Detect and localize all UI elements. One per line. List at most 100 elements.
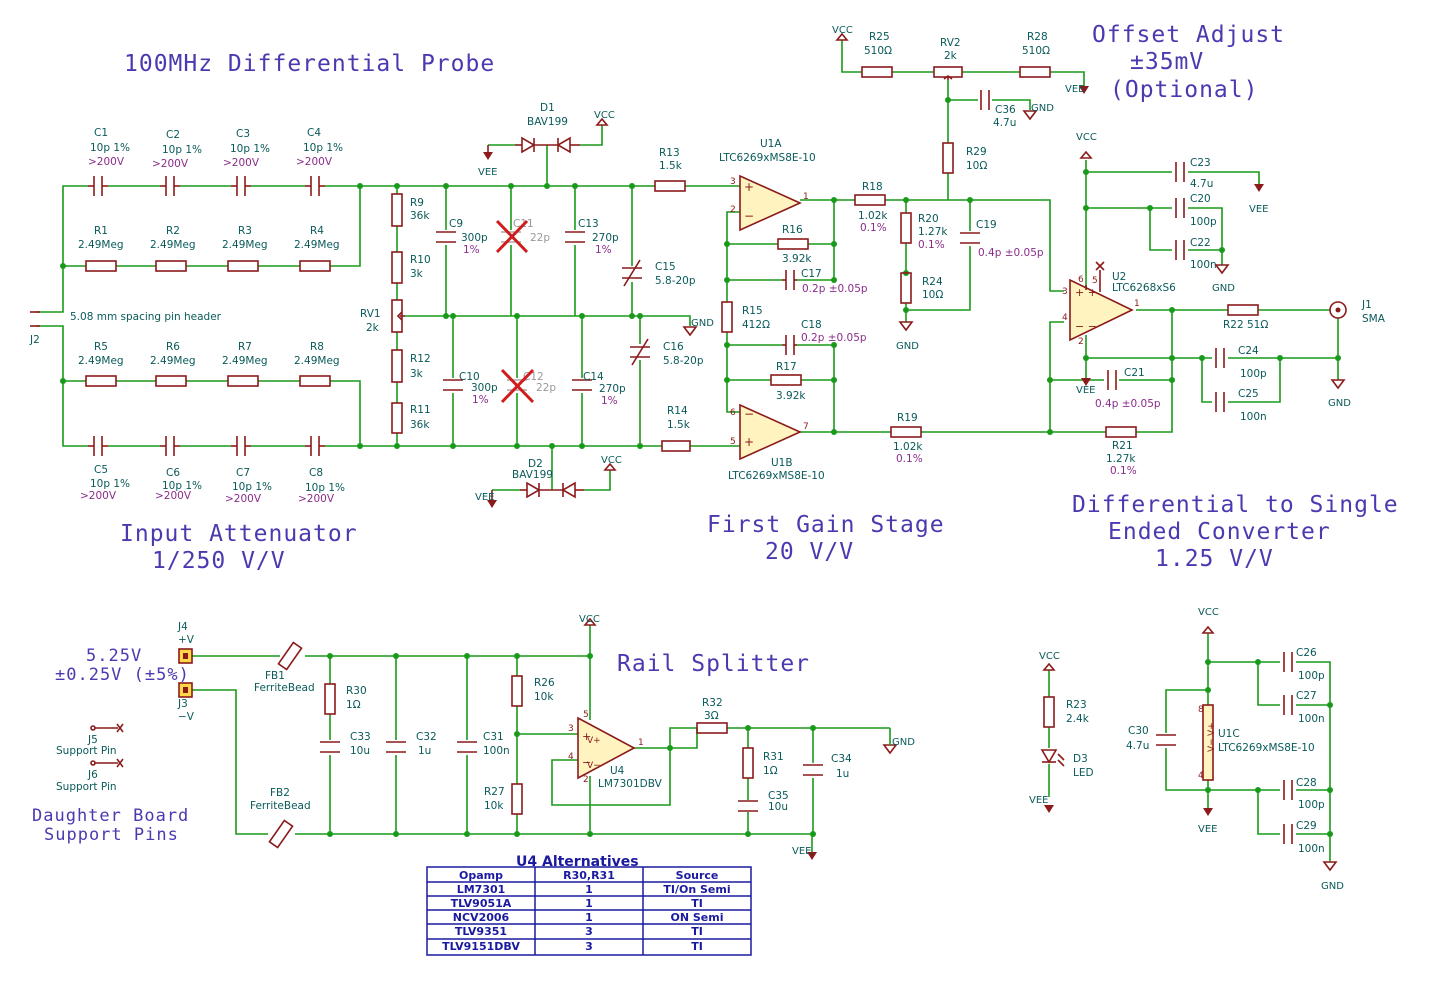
table-title: U4 Alternatives bbox=[516, 854, 639, 870]
svg-text:C6: C6 bbox=[166, 467, 180, 479]
svg-text:C35: C35 bbox=[768, 790, 789, 802]
svg-text:10p 1%: 10p 1% bbox=[90, 478, 130, 490]
converter-heading-3: 1.25 V/V bbox=[1155, 546, 1274, 572]
svg-text:SMA: SMA bbox=[1362, 313, 1386, 325]
svg-text:U1C: U1C bbox=[1218, 728, 1240, 740]
table-cell: TI bbox=[691, 940, 703, 953]
svg-text:4.7u: 4.7u bbox=[1126, 740, 1149, 752]
svg-text:6: 6 bbox=[730, 408, 736, 418]
svg-text:D1: D1 bbox=[540, 102, 555, 114]
svg-text:VEE: VEE bbox=[1249, 204, 1268, 215]
svg-text:LED: LED bbox=[1073, 767, 1094, 779]
svg-text:R5: R5 bbox=[94, 341, 108, 353]
svg-text:VEE: VEE bbox=[1198, 824, 1217, 835]
gain-wires bbox=[685, 185, 1106, 447]
svg-text:5.8-20p: 5.8-20p bbox=[663, 355, 704, 367]
svg-text:1.02k: 1.02k bbox=[858, 210, 888, 222]
svg-text:Support Pin: Support Pin bbox=[56, 745, 117, 757]
connector-j3[interactable]: J3−V bbox=[177, 682, 195, 723]
svg-text:1%: 1% bbox=[595, 244, 612, 256]
svg-text:1.5k: 1.5k bbox=[667, 419, 691, 431]
svg-text:7: 7 bbox=[803, 422, 809, 432]
svg-text:R31: R31 bbox=[763, 751, 784, 763]
svg-text:10u: 10u bbox=[350, 745, 370, 757]
svg-text:C25: C25 bbox=[1238, 388, 1259, 400]
attenuator-wires bbox=[36, 125, 691, 491]
svg-text:C27: C27 bbox=[1296, 690, 1317, 702]
svg-text:LTC6269xMS8E-10: LTC6269xMS8E-10 bbox=[719, 152, 816, 164]
j2-connector: J2 5.08 mm spacing pin header bbox=[29, 311, 222, 346]
svg-text:100n: 100n bbox=[1190, 259, 1217, 271]
svg-text:10p 1%: 10p 1% bbox=[162, 144, 202, 156]
svg-text:1: 1 bbox=[638, 738, 644, 748]
svg-text:C20: C20 bbox=[1190, 193, 1211, 205]
supply-heading-2: ±0.25V (±5%) bbox=[55, 665, 190, 685]
svg-text:10p 1%: 10p 1% bbox=[90, 142, 130, 154]
svg-text:2: 2 bbox=[583, 775, 589, 785]
offset-heading-2: ±35mV bbox=[1130, 49, 1204, 75]
supply-heading-1: 5.25V bbox=[86, 646, 142, 666]
svg-text:VEE: VEE bbox=[1029, 795, 1048, 806]
svg-text:1%: 1% bbox=[463, 244, 480, 256]
svg-text:FerriteBead: FerriteBead bbox=[250, 800, 311, 812]
svg-text:VCC: VCC bbox=[601, 455, 622, 466]
svg-text:C3: C3 bbox=[236, 128, 250, 140]
svg-text:C10: C10 bbox=[459, 371, 480, 383]
gnd-flag-u1c: GND bbox=[1321, 861, 1344, 892]
svg-text:>200V: >200V bbox=[298, 493, 335, 505]
svg-text:R9: R9 bbox=[410, 197, 424, 209]
svg-text:R30: R30 bbox=[346, 685, 367, 697]
resistor-r7: R72.49Meg bbox=[222, 341, 268, 387]
table-cell: NCV2006 bbox=[453, 911, 510, 924]
svg-text:0.1%: 0.1% bbox=[1110, 465, 1137, 477]
svg-text:R18: R18 bbox=[862, 181, 883, 193]
svg-text:>200V: >200V bbox=[223, 157, 260, 169]
svg-text:C7: C7 bbox=[236, 467, 250, 479]
vcc-flag-offset: VCC bbox=[832, 25, 853, 41]
svg-text:1: 1 bbox=[803, 192, 809, 202]
resistor-r3: R32.49Meg bbox=[222, 225, 268, 272]
table-cell: 3 bbox=[585, 940, 593, 953]
gnd-flag-r24: GND bbox=[896, 321, 919, 352]
svg-text:300p: 300p bbox=[461, 232, 488, 244]
svg-text:3.92k: 3.92k bbox=[782, 253, 812, 265]
table-cell: 3 bbox=[585, 925, 593, 938]
svg-text:2.49Meg: 2.49Meg bbox=[294, 355, 340, 367]
svg-text:R15: R15 bbox=[742, 305, 763, 317]
svg-text:VCC: VCC bbox=[579, 614, 600, 625]
svg-text:10Ω: 10Ω bbox=[922, 289, 943, 301]
connector-j4[interactable]: J4+V bbox=[177, 621, 195, 664]
svg-text:J4: J4 bbox=[177, 621, 188, 633]
svg-text:R11: R11 bbox=[410, 404, 431, 416]
svg-text:5.08 mm spacing pin header: 5.08 mm spacing pin header bbox=[70, 311, 222, 323]
svg-text:R17: R17 bbox=[776, 361, 797, 373]
svg-text:C29: C29 bbox=[1296, 820, 1317, 832]
svg-text:C4: C4 bbox=[307, 127, 321, 139]
svg-text:GND: GND bbox=[1212, 283, 1235, 294]
svg-text:>200V: >200V bbox=[88, 156, 125, 168]
svg-text:510Ω: 510Ω bbox=[1022, 45, 1050, 57]
svg-text:C34: C34 bbox=[831, 753, 852, 765]
capacitor-c11-removed: C1122p bbox=[495, 218, 550, 254]
table-cell: 1 bbox=[585, 911, 593, 924]
